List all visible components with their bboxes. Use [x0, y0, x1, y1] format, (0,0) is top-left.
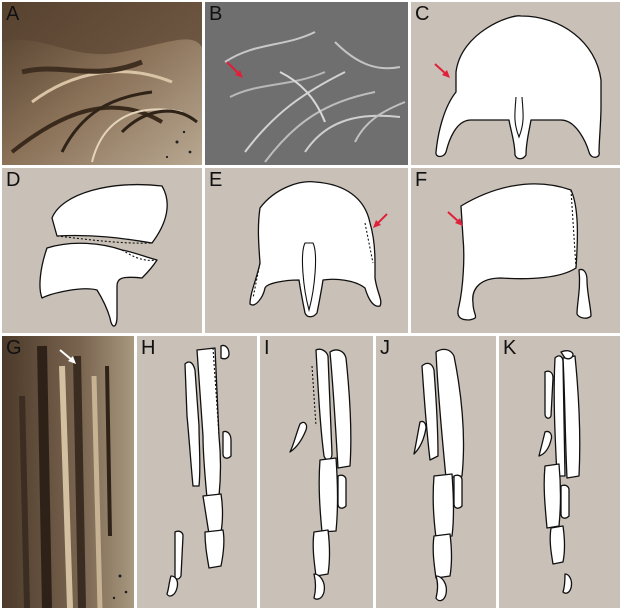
panel-c-label: C [415, 4, 429, 24]
panel-b-label: B [209, 4, 222, 24]
panel-j-label: J [380, 338, 390, 358]
panel-f-drawing [411, 168, 620, 333]
panel-g-photo [2, 336, 134, 608]
panel-j-drawing [376, 336, 496, 608]
panel-d-drawing [2, 168, 202, 333]
panel-e: E [205, 168, 408, 333]
panel-i-drawing [260, 336, 373, 608]
panel-k-drawing [499, 336, 620, 608]
panel-h-drawing [137, 336, 257, 608]
panel-a: A [2, 2, 202, 165]
panel-f: F [411, 168, 620, 333]
panel-c-drawing [411, 2, 620, 165]
panel-b-arrow [205, 2, 408, 165]
panel-f-label: F [415, 170, 427, 190]
panel-h: H [137, 336, 257, 608]
panel-k-label: K [503, 338, 516, 358]
panel-d: D [2, 168, 202, 333]
panel-g: G [2, 336, 134, 608]
panel-h-label: H [141, 338, 155, 358]
panel-e-drawing [205, 168, 408, 333]
panel-e-label: E [209, 170, 222, 190]
panel-k: K [499, 336, 620, 608]
panel-j: J [376, 336, 496, 608]
panel-a-photo [2, 2, 202, 165]
panel-a-label: A [6, 4, 19, 24]
panel-d-label: D [6, 170, 20, 190]
panel-c: C [411, 2, 620, 165]
panel-i: I [260, 336, 373, 608]
panel-i-label: I [264, 338, 270, 358]
panel-b: B [205, 2, 408, 165]
panel-g-label: G [6, 338, 22, 358]
